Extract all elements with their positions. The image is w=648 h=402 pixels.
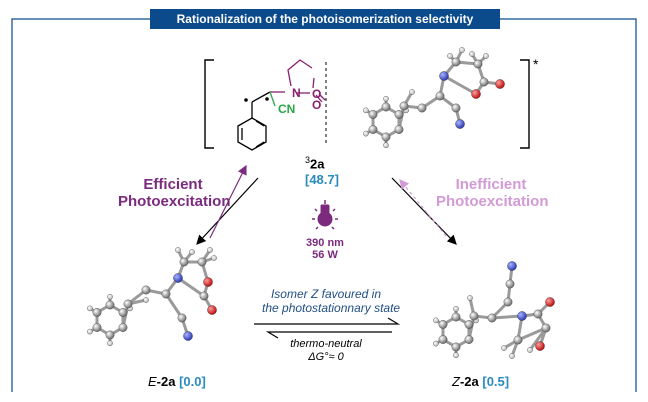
- oxygen-label: O: [312, 87, 322, 101]
- isomer-e-name: -2a: [156, 374, 176, 389]
- oxygen-label-carbonyl: O: [312, 98, 322, 112]
- radical-dot: [265, 97, 269, 101]
- thermo-line1: thermo-neutral: [290, 338, 362, 350]
- isomer-e-energy: [0.0]: [179, 374, 206, 389]
- note-line1: Isomer Z favoured in: [270, 287, 382, 301]
- triplet-superscript: 3: [305, 155, 311, 165]
- inefficient-line1: Inefficient: [455, 176, 527, 193]
- inefficient-photoexcitation-label: Inefficient Photoexcitation: [436, 176, 549, 210]
- isomer-e-prefix: E: [148, 374, 157, 389]
- efficient-line2: Photoexcitation: [118, 193, 231, 210]
- triplet-label: 32a: [305, 155, 324, 171]
- isomer-z-energy: [0.5]: [482, 374, 510, 389]
- radical-dot: [244, 98, 248, 102]
- skeletal-structure: [237, 59, 326, 151]
- wavelength: 390 nm: [306, 237, 344, 249]
- frame: [11, 18, 637, 392]
- inefficient-line2: Photoexcitation: [436, 193, 549, 210]
- triplet-molecule: [363, 47, 505, 149]
- isomer-z-label: Z-2a [0.5]: [452, 374, 509, 389]
- thermo-line2: ΔG°≈ 0: [308, 351, 344, 363]
- isomer-e-molecule: [87, 247, 217, 347]
- isomer-z-prefix: Z: [452, 374, 460, 389]
- cyano-label: CN: [278, 102, 296, 116]
- triplet-name: 2a: [310, 156, 325, 172]
- lamp-icon: [312, 200, 338, 230]
- isomer-e-label: E-2a [0.0]: [148, 374, 206, 389]
- nitrogen-label: N: [292, 86, 301, 100]
- efficient-photoexcitation-label: Efficient Photoexcitation: [118, 176, 231, 210]
- title-banner: Rationalization of the photoisomerizatio…: [150, 9, 500, 29]
- excited-state-marker: *: [533, 56, 539, 72]
- power: 56 W: [312, 249, 338, 261]
- light-source-label: 390 nm 56 W: [290, 237, 360, 261]
- equilibrium-note: Isomer Z favoured in the photostationnar…: [262, 287, 401, 315]
- brackets: [204, 59, 530, 149]
- thermo-label: thermo-neutral ΔG°≈ 0: [276, 338, 376, 364]
- efficient-line1: Efficient: [143, 176, 203, 193]
- isomer-z-name: -2a: [459, 374, 479, 389]
- note-line2: the photostationnary state: [262, 301, 401, 315]
- arrows: [196, 164, 457, 339]
- triplet-energy: [48.7]: [305, 172, 339, 187]
- isomer-z-molecule: [433, 261, 555, 359]
